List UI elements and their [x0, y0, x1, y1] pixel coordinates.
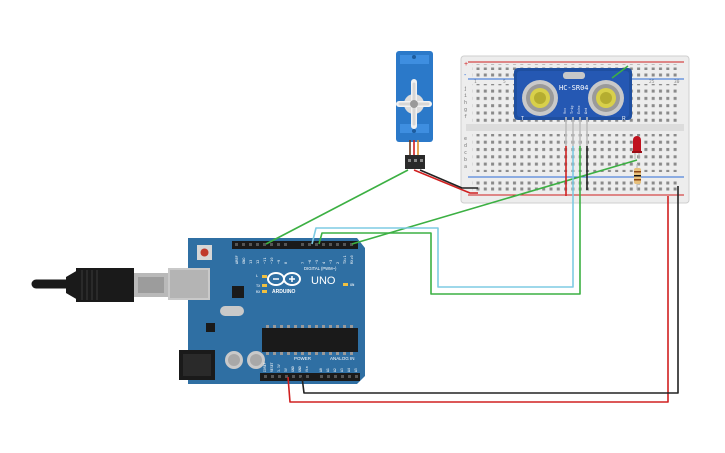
pin-label: ~11 — [263, 258, 267, 265]
row-letter: j — [464, 86, 467, 92]
pin-label: 7 — [301, 262, 305, 264]
pin-label: 4 — [322, 262, 326, 264]
wire-5v[interactable] — [287, 196, 669, 403]
pin-label: IOREF — [263, 362, 267, 372]
analog-header-label: ANALOG IN — [330, 356, 355, 361]
power-analog-header — [260, 373, 360, 381]
sensor-pin-label: Trig — [570, 106, 574, 114]
pin-label: RESET — [270, 362, 274, 372]
on-led-label: ON — [350, 283, 354, 287]
pin-label: AREF — [235, 255, 239, 264]
pin-label: GND — [298, 366, 302, 372]
sensor-pin-label: Vcc — [563, 108, 567, 114]
pin-label: ~5 — [315, 260, 319, 264]
sensor-pins — [565, 117, 588, 146]
row-letter: d — [464, 143, 467, 149]
sensor-model-label: HC-SR04 — [559, 84, 589, 92]
pin-label: 12 — [256, 260, 260, 264]
pin-label: GND — [291, 366, 295, 372]
center-channel — [466, 124, 684, 131]
pin-label: A1 — [326, 368, 330, 372]
crystal — [563, 72, 585, 79]
pin-label: ~10 — [270, 258, 274, 265]
resistor-icon[interactable] — [634, 164, 641, 190]
column-number: 30 — [674, 79, 680, 85]
wire-led-signal[interactable] — [351, 159, 638, 245]
digital-header-label: DIGITAL (PWM~) — [304, 266, 337, 271]
receiver-transducer — [588, 80, 624, 116]
rx-led-label: RX — [256, 290, 261, 294]
crystal-oscillator — [220, 306, 244, 316]
row-letter: g — [464, 107, 467, 113]
pin-label: A4 — [347, 368, 351, 372]
pin-label: A0 — [319, 368, 323, 372]
transmitter-transducer — [522, 80, 558, 116]
servo-motor-icon[interactable] — [396, 51, 433, 169]
pin-label: 13 — [249, 260, 253, 264]
rail-plus-label: + — [464, 61, 468, 68]
digital-header — [232, 241, 358, 249]
row-letter: b — [464, 157, 467, 163]
row-letter: c — [464, 150, 467, 156]
row-letter: f — [464, 114, 467, 120]
ultrasonic-sensor-icon[interactable]: HC-SR04 T R Vcc Trig Echo Gnd — [514, 68, 632, 146]
column-number: 5 — [503, 79, 506, 85]
pin-label: TX▸1 — [343, 255, 347, 264]
column-number: 25 — [649, 79, 655, 85]
pin-label: 5V — [284, 368, 288, 372]
column-number: 1 — [474, 79, 477, 85]
board-model: UNO — [311, 275, 336, 287]
row-letter: h — [464, 100, 467, 106]
pin-label: RX◂0 — [350, 255, 354, 264]
power-header-label: POWER — [294, 356, 312, 361]
pin-label: Vin — [305, 366, 309, 372]
atmega-chip — [262, 328, 358, 352]
wire-sensor-echo[interactable] — [311, 146, 574, 288]
pin-label: 2 — [336, 262, 340, 264]
pin-label: A2 — [333, 368, 337, 372]
sensor-t-label: T — [521, 116, 524, 122]
row-letter: i — [464, 93, 467, 99]
pin-label: ~6 — [308, 260, 312, 264]
wires — [265, 65, 679, 403]
wire-gnd[interactable] — [301, 186, 679, 394]
pin-label: GND — [242, 258, 246, 265]
pin-label: 3.3V — [277, 364, 281, 372]
led-icon[interactable] — [632, 136, 642, 159]
pin-label: 8 — [284, 262, 288, 264]
terminal-strip-bottom — [472, 134, 680, 172]
wire-servo-power[interactable] — [413, 169, 478, 194]
usb-chip — [232, 286, 244, 298]
tx-led-label: TX — [256, 284, 261, 288]
wire-servo-signal[interactable] — [265, 169, 409, 245]
bottom-power-rail — [468, 176, 684, 196]
sensor-pin-label: Echo — [577, 106, 581, 114]
pin-label: A5 — [354, 368, 358, 372]
arduino-uno-board[interactable]: AREF GND 13 12 ~11 ~10 ~9 8 7 ~6 ~5 4 ~3… — [168, 238, 365, 384]
row-letter: a — [464, 164, 467, 170]
rail-minus-label: - — [464, 72, 467, 79]
board-brand: ARDUINO — [272, 289, 295, 295]
pin-label: ~3 — [329, 260, 333, 264]
sensor-r-label: R — [622, 116, 626, 122]
row-letter: e — [464, 136, 467, 142]
wire-sensor-trig[interactable] — [318, 146, 581, 295]
l-led-label: L — [256, 274, 258, 278]
wire-servo-ground[interactable] — [419, 169, 478, 189]
arduino-logo-icon — [267, 272, 301, 286]
pin-label: ~9 — [277, 260, 281, 264]
pin-label: A3 — [340, 368, 344, 372]
sensor-pin-label: Gnd — [584, 108, 588, 114]
usb-cable-icon — [31, 268, 168, 302]
wire-top-jumper[interactable] — [611, 65, 629, 79]
